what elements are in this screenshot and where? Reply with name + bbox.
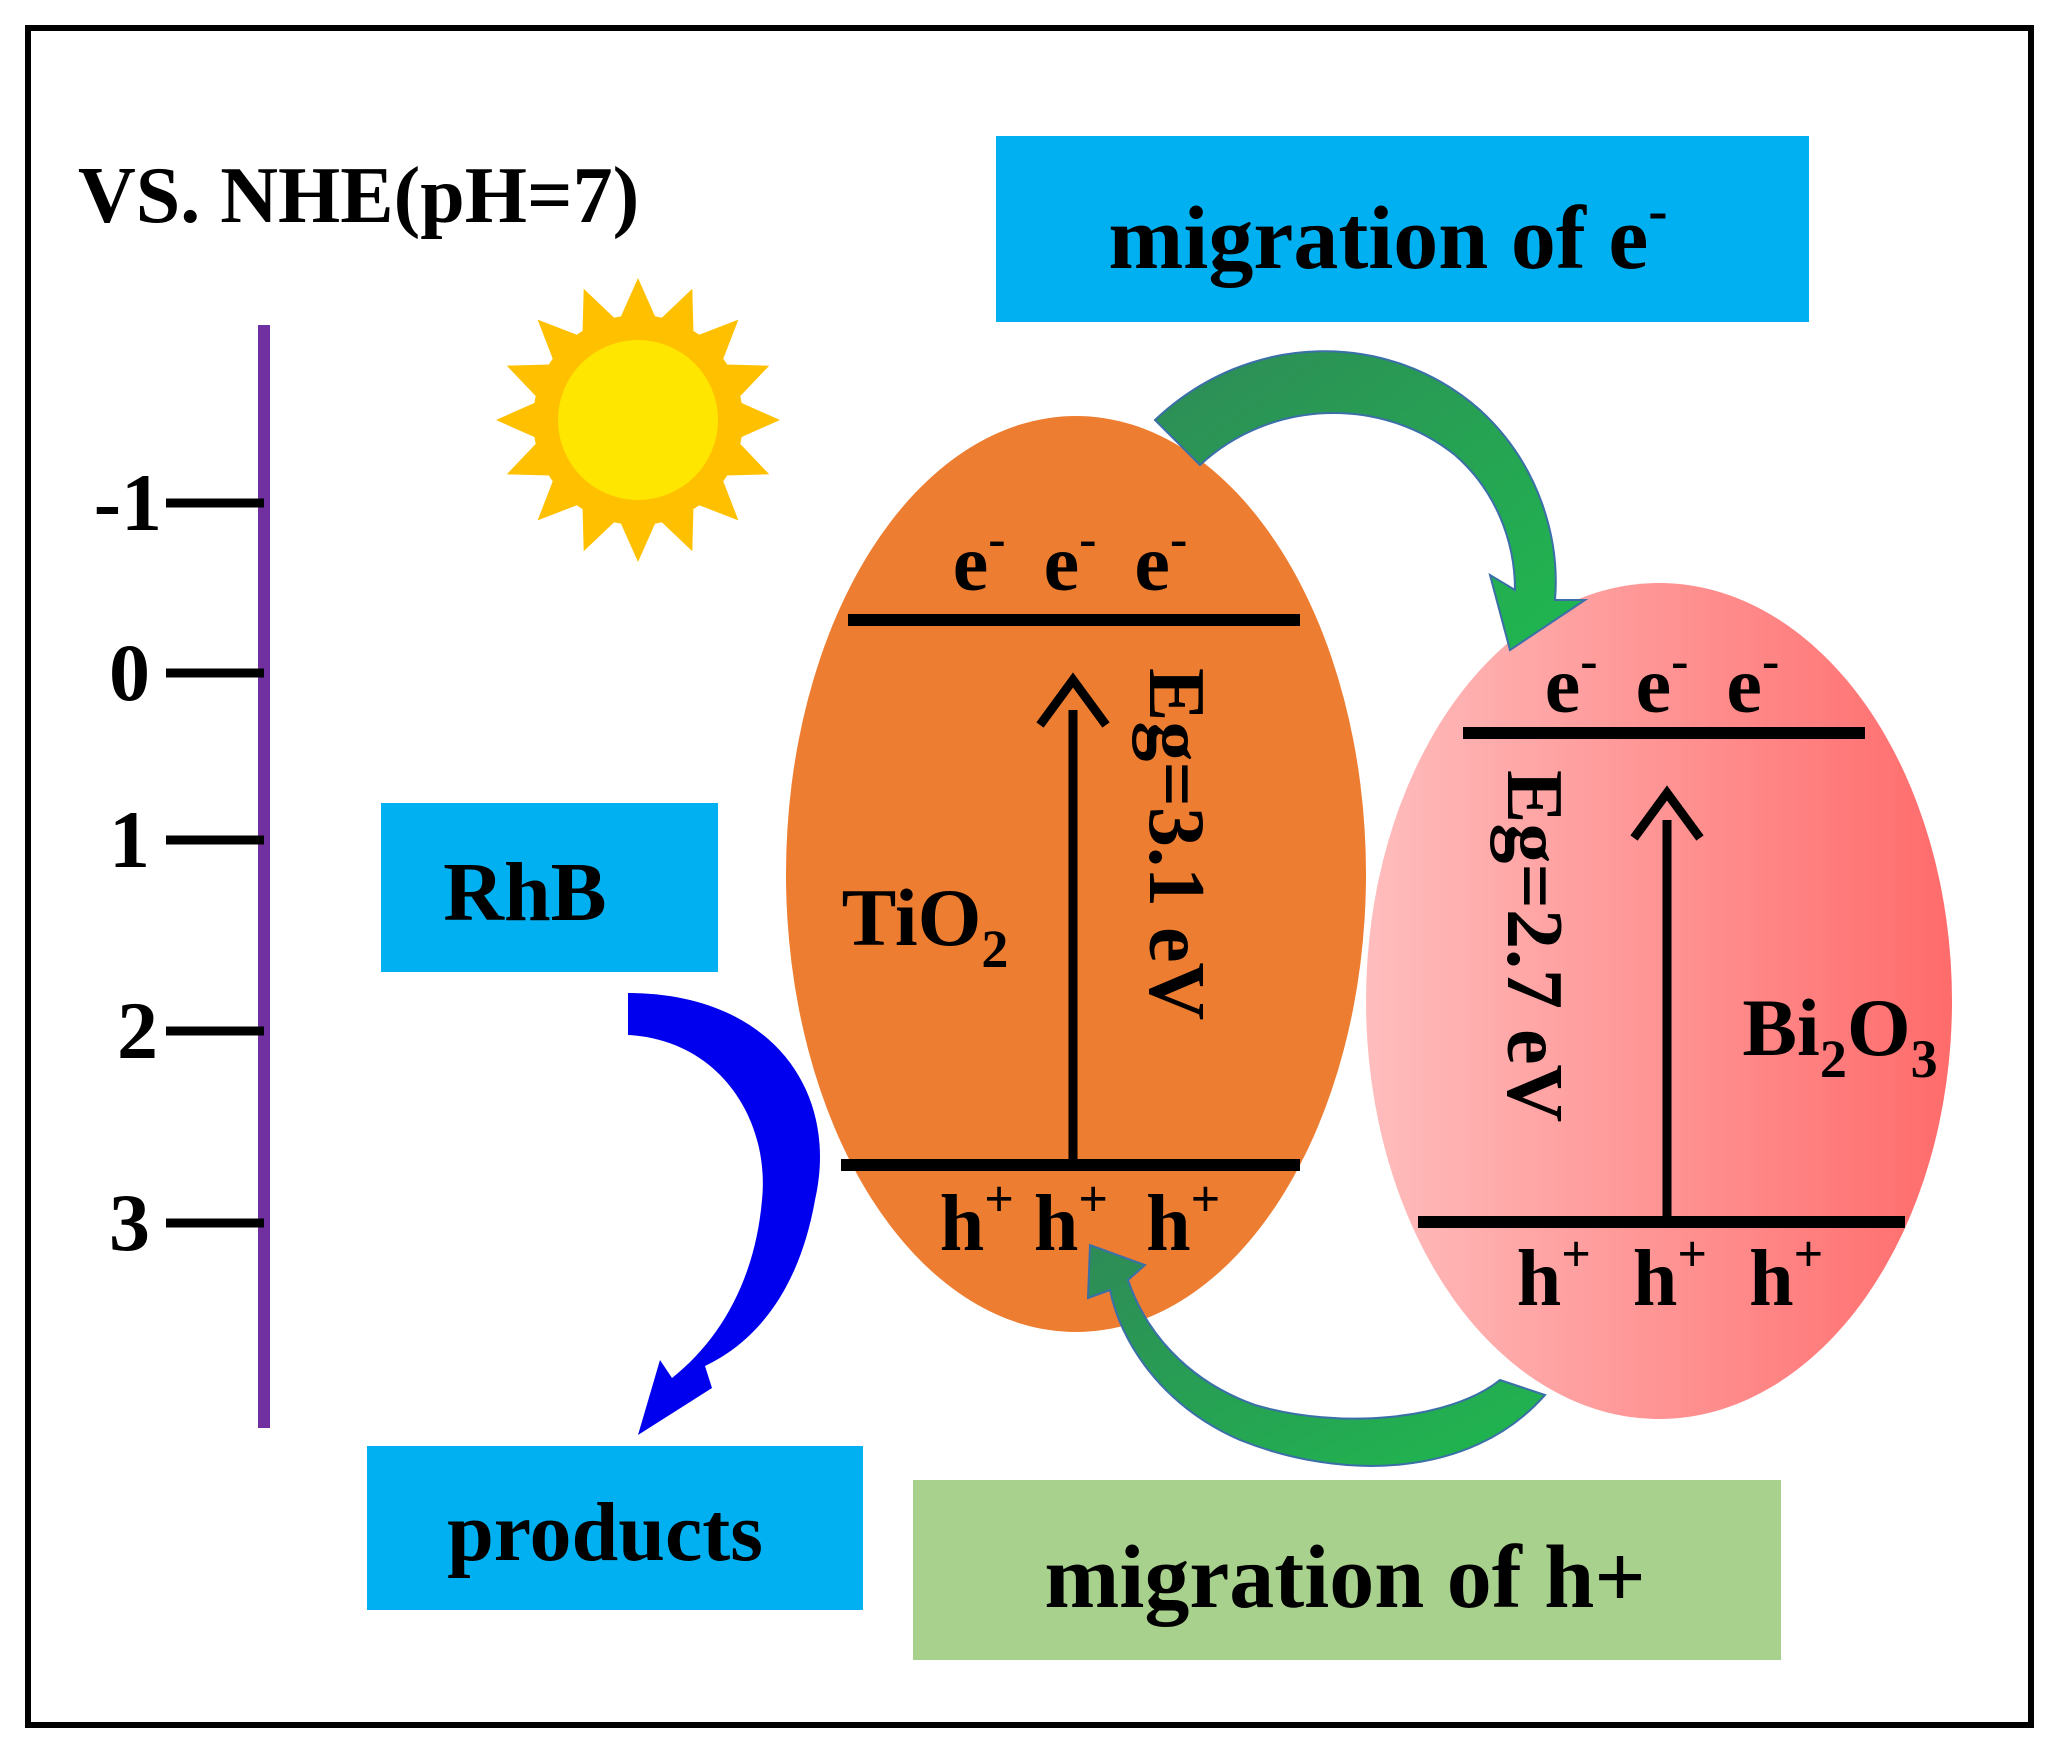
sun-core — [558, 340, 718, 500]
products-bg — [367, 1446, 863, 1610]
rhb-to-products-arrow — [628, 993, 820, 1435]
tio2-name: TiO2 — [842, 872, 1009, 979]
tio2-holes: h+ h+ h+ — [940, 1146, 1220, 1268]
bi2o3-particle: e- e- e- h+ h+ h+ Bi2O3 Eg=2.7 eV — [1366, 583, 1952, 1419]
products-box: products — [367, 1446, 863, 1610]
migration-h-bg — [913, 1480, 1781, 1660]
tick-label: -1 — [94, 457, 162, 548]
axis-title: VS. NHE(pH=7) — [78, 152, 639, 240]
tick-label: 3 — [109, 1177, 150, 1268]
migration-h-box: migration of h+ — [913, 1480, 1781, 1660]
bi2o3-ellipse — [1366, 583, 1952, 1419]
products-label: products — [447, 1486, 763, 1579]
tio2-electrons: e- e- e- — [953, 486, 1188, 608]
tio2-bandgap: Eg=3.1 eV — [1132, 668, 1220, 1020]
bi2o3-electrons: e- e- e- — [1545, 608, 1780, 730]
axis-ticks: -1 0 1 2 3 — [94, 457, 264, 1268]
bi2o3-arrow-head — [1630, 785, 1704, 841]
tick-label: 2 — [117, 985, 158, 1076]
migration-h-label: migration of h+ — [1044, 1528, 1645, 1627]
tio2-arrow-head — [1036, 672, 1110, 728]
tick-label: 0 — [109, 627, 150, 718]
migration-e-box: migration of e- — [996, 136, 1809, 322]
electron-migration-arrow — [1153, 350, 1589, 652]
sun-icon — [496, 278, 780, 562]
bi2o3-holes: h+ h+ h+ — [1517, 1201, 1823, 1323]
rhb-box: RhB — [381, 803, 718, 972]
tio2-particle: e- e- e- h+ h+ h+ TiO2 Eg=3.1 eV — [786, 416, 1366, 1332]
hole-migration-arrow — [1086, 1243, 1547, 1467]
bi2o3-name: Bi2O3 — [1742, 982, 1937, 1089]
rhb-label: RhB — [443, 846, 606, 939]
migration-e-bg — [996, 136, 1809, 322]
rhb-bg — [381, 803, 718, 972]
tick-label: 1 — [109, 794, 150, 885]
bi2o3-bandgap: Eg=2.7 eV — [1490, 770, 1578, 1122]
migration-e-label: migration of e- — [1108, 178, 1667, 288]
